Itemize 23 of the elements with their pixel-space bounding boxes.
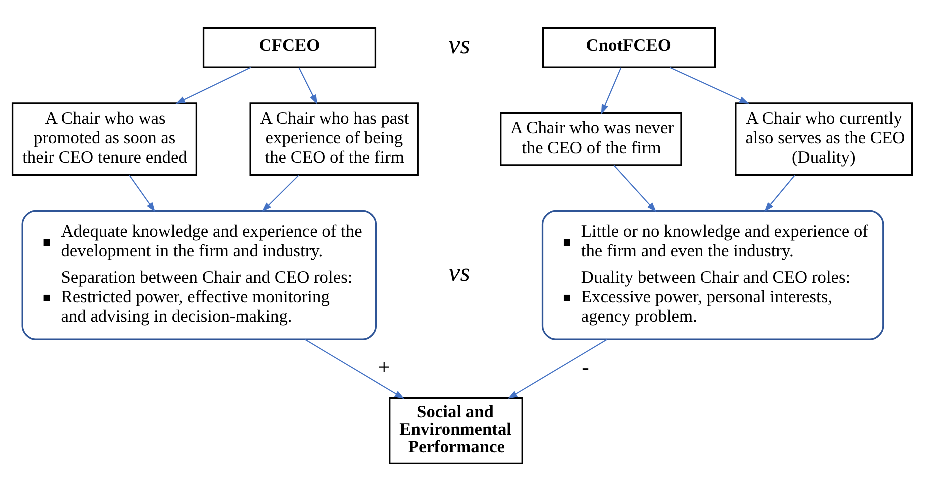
- edge-label: +: [378, 354, 391, 379]
- label: vs: [448, 30, 470, 60]
- arrow: [298, 67, 318, 104]
- arrow: [508, 338, 608, 399]
- node-box: A Chair who was never the CEO of the firm: [500, 112, 682, 166]
- arrow: [262, 174, 300, 212]
- arrow: [614, 164, 657, 212]
- arrow: [670, 66, 750, 104]
- node-box: A Chair who has past experience of being the CEO of the firm: [250, 102, 419, 176]
- arrow: [764, 174, 796, 212]
- arrow: [129, 174, 156, 212]
- label: vs: [448, 258, 470, 287]
- arrow: [176, 66, 252, 104]
- node-box: Social and Environmental Performance: [389, 397, 524, 464]
- node-box: A Chair who was promoted as soon as their CEO tenure ended: [12, 102, 198, 176]
- node-box: Little or no knowledge and experience of the firm and even the industry. Duality between Chair and CEO roles: Excessive power, personal interests, agency problem.: [542, 210, 884, 340]
- edge-label: -: [582, 354, 590, 379]
- node-box: CnotFCEO: [542, 27, 716, 68]
- arrow: [601, 67, 622, 114]
- arrow: [305, 338, 405, 399]
- node-box: A Chair who currently also serves as the CEO (Duality): [735, 102, 914, 176]
- node-box: CFCEO: [202, 27, 377, 68]
- node-box: Adequate knowledge and experience of the development in the firm and industry. Separation between Chair and CEO roles: Restricted power, effective monitoring and advising in decision-making.: [22, 210, 378, 340]
